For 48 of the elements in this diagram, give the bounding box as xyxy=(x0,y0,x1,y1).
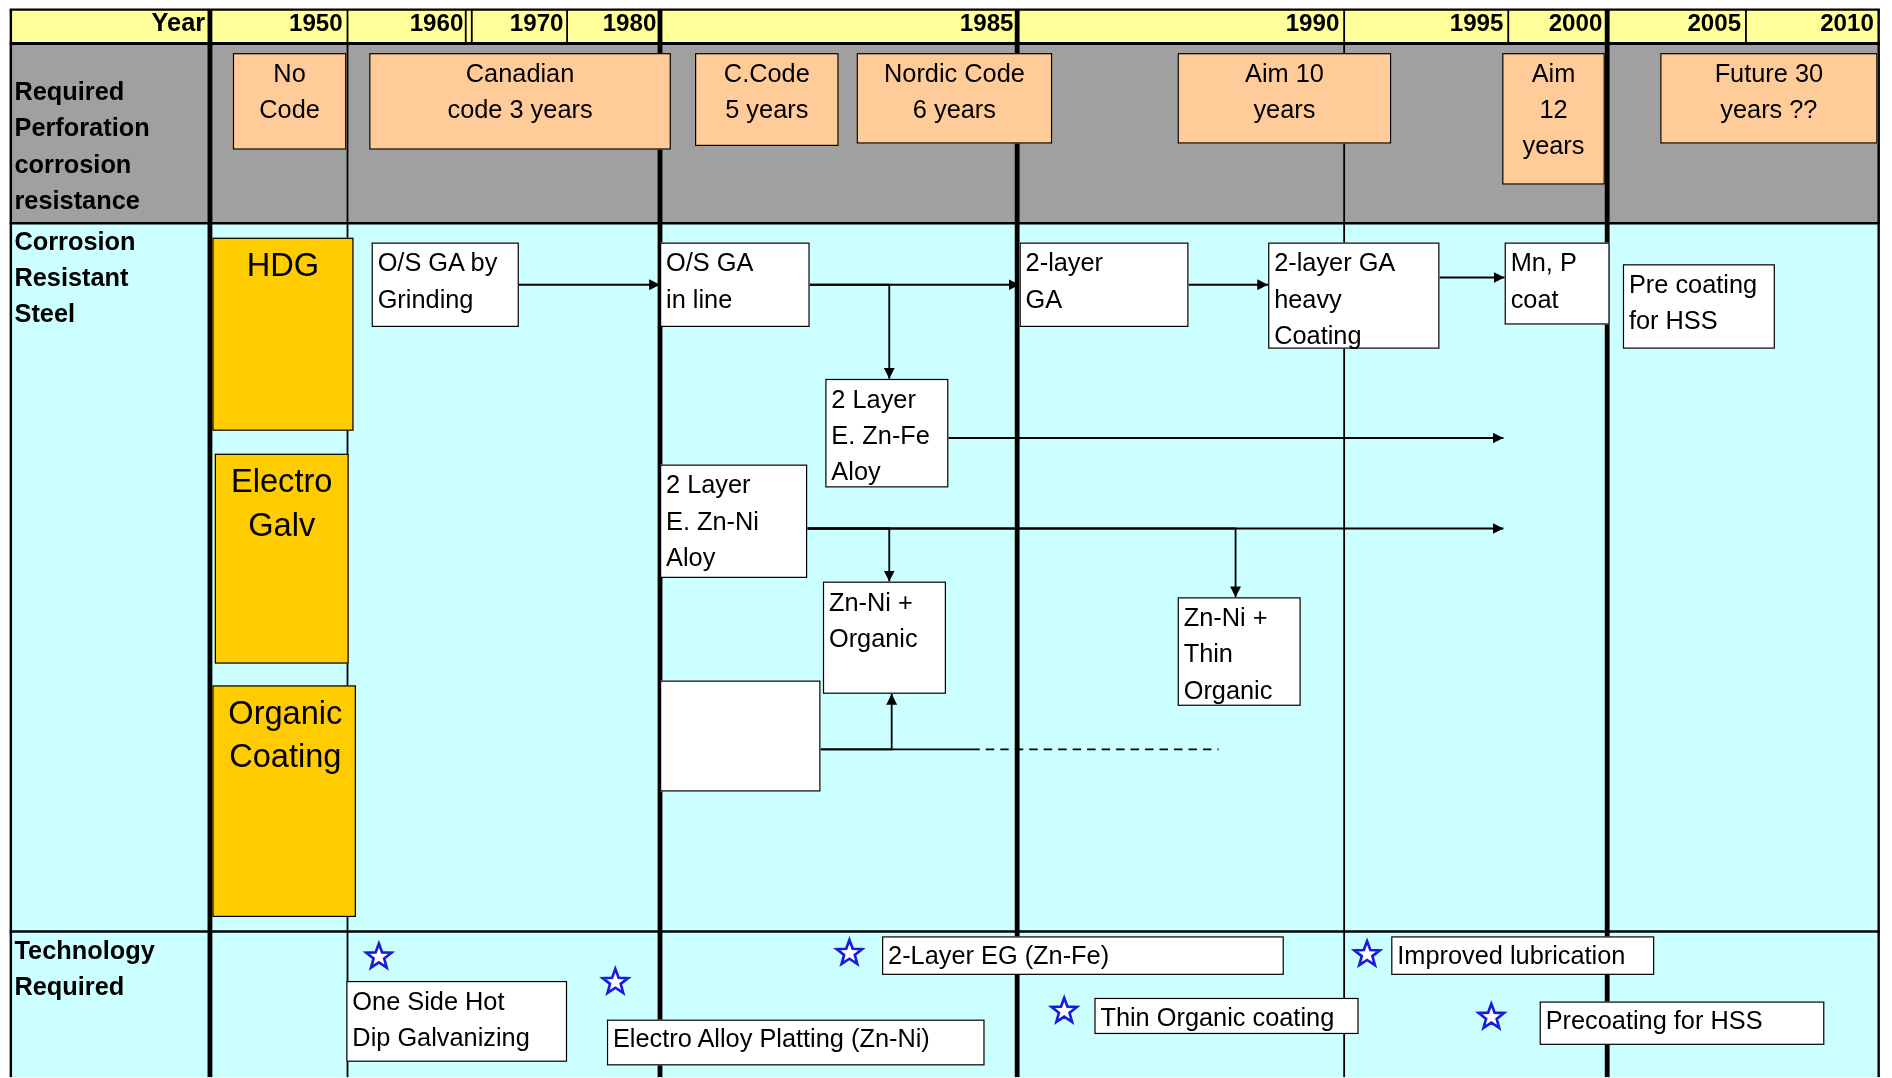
process-box: Zn-Ni + Thin Organic xyxy=(1177,597,1301,706)
requirement-box: Aim 12 years xyxy=(1502,53,1605,185)
year-label: 1985 xyxy=(958,8,1014,39)
category-box: HDG xyxy=(212,237,354,431)
requirement-box: No Code xyxy=(232,53,347,150)
requirement-box: Aim 10 years xyxy=(1177,53,1392,144)
technology-box: Improved lubrication xyxy=(1391,936,1655,975)
process-box: 2-layer GA xyxy=(1019,242,1189,327)
arrow xyxy=(806,527,1241,599)
process-box: 2 Layer E. Zn-Fe Aloy xyxy=(825,378,949,488)
category-box: Electro Galv xyxy=(214,453,349,664)
arrow xyxy=(1438,272,1506,283)
year-label: 1995 xyxy=(1448,8,1504,39)
process-box: Pre coating for HSS xyxy=(1622,264,1775,349)
technology-box: Thin Organic coating xyxy=(1094,997,1359,1035)
row-label: Technology Required xyxy=(14,935,156,1003)
category-box: Organic Coating xyxy=(212,685,356,917)
row-label: Required Perforation corrosion resistance xyxy=(14,76,151,216)
process-box: O/S GA in line xyxy=(660,242,810,327)
requirement-box: Future 30 years ?? xyxy=(1660,53,1878,144)
technology-box: 2-Layer EG (Zn-Fe) xyxy=(882,936,1284,975)
row-label: Corrosion Resistant Steel xyxy=(14,225,137,329)
year-label: 2010 xyxy=(1819,8,1874,39)
process-box xyxy=(660,680,821,792)
process-box: Zn-Ni + Organic xyxy=(822,581,946,694)
year-label: 2000 xyxy=(1547,8,1603,39)
arrow xyxy=(808,283,895,380)
arrow xyxy=(1187,279,1270,291)
year-label: 2005 xyxy=(1686,8,1742,39)
technology-box: Electro Alloy Platting (Zn-Ni) xyxy=(606,1019,985,1066)
dashed-line xyxy=(819,748,1220,751)
requirement-box: Nordic Code 6 years xyxy=(856,53,1053,144)
requirement-box: Canadian code 3 years xyxy=(369,53,671,150)
process-box: O/S GA by Grinding xyxy=(371,242,519,327)
requirement-box: C.Code 5 years xyxy=(695,53,839,146)
year-label: 1970 xyxy=(508,8,564,39)
technology-box: One Side Hot Dip Galvanizing xyxy=(346,980,568,1062)
year-label: 1950 xyxy=(288,8,343,39)
arrow xyxy=(947,432,1505,444)
column-header: Year xyxy=(150,7,206,39)
arrow xyxy=(517,279,661,291)
process-box: Mn, P coat xyxy=(1504,242,1610,325)
year-label: 1980 xyxy=(601,8,657,39)
technology-box: Precoating for HSS xyxy=(1539,1001,1825,1045)
process-box: 2 Layer E. Zn-Ni Aloy xyxy=(660,464,808,578)
year-label: 1990 xyxy=(1284,8,1340,39)
process-box: 2-layer GA heavy Coating xyxy=(1268,242,1440,349)
year-label: 1960 xyxy=(408,8,464,39)
